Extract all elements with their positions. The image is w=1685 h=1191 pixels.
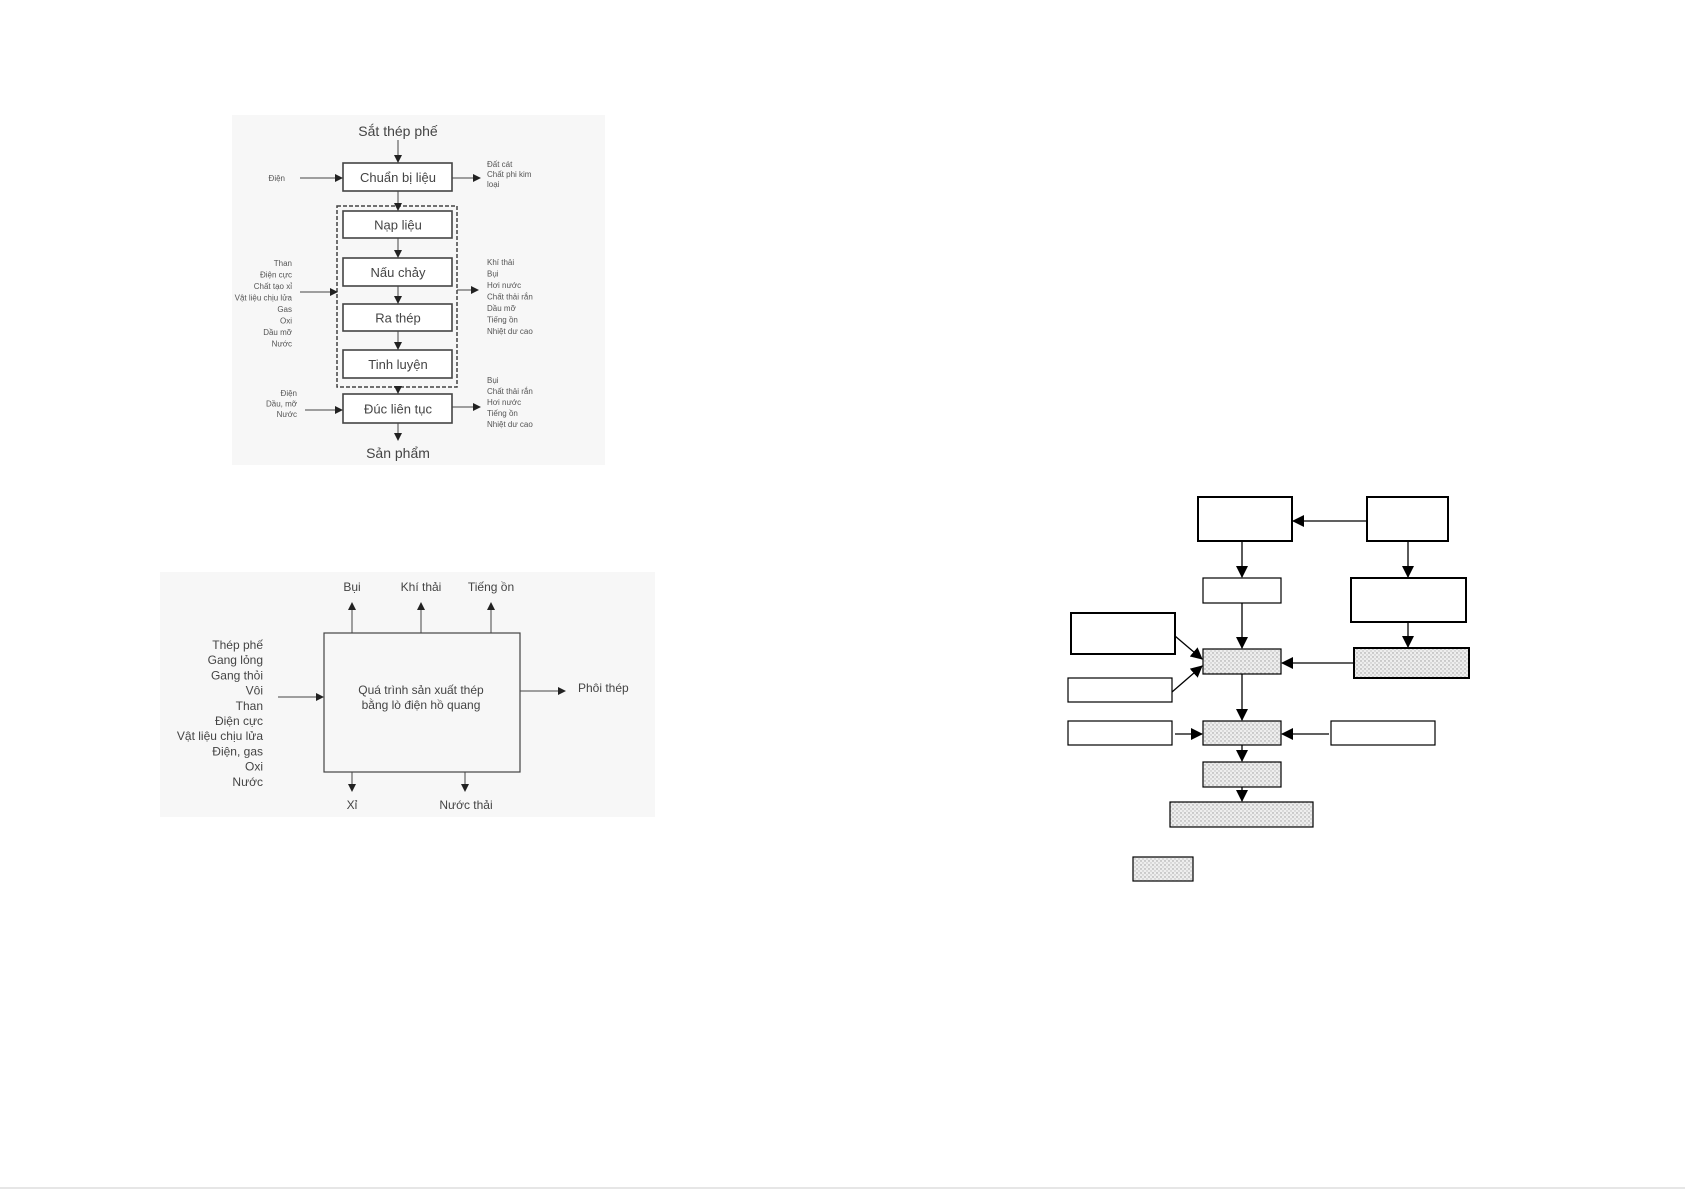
process-label-line: Quá trình sản xuất thép [358,683,484,697]
output-item: Dầu mỡ [487,304,517,313]
input-item: Oxi [245,760,263,774]
empty-box [1202,577,1282,604]
top-output-label: Khí thải [401,580,442,594]
input-item: Gas [277,305,292,314]
bottom-output-label: Xỉ [347,798,358,812]
input-item: Nước [232,775,263,789]
input-item: Thép phế [212,638,263,652]
output-item: Hơi nước [487,281,521,290]
empty-box [1366,496,1449,542]
input-item: Điện cực [215,714,263,728]
input-item: Dầu mỡ [263,328,293,337]
input-item: Than [274,259,292,268]
input-item: Dầu, mỡ [266,400,298,409]
bottom-output-label: Nước thải [439,798,492,812]
process-step-label: Chuẩn bị liệu [360,170,436,185]
shaded-box [1202,720,1282,746]
output-item: loại [487,180,500,189]
shaded-box [1202,761,1282,788]
process-step-label: Tinh luyện [368,357,428,372]
process-label-line: bằng lò điện hồ quang [362,697,481,712]
input-item: Gang lỏng [208,653,263,667]
shaded-box [1353,647,1470,679]
output-item: Tiếng ồn [487,316,518,325]
output-item: Nhiệt dư cao [487,420,533,429]
empty-box [1350,577,1467,623]
arrow [1171,665,1203,693]
process-step-box [342,393,453,424]
output-item: Đất cát [487,160,513,169]
process-box [323,632,521,773]
process-step-box [342,303,453,332]
input-item: Than [236,699,263,713]
diagram-background [160,572,655,817]
input-item: Nước [277,410,297,419]
top-output-label: Tiếng ồn [468,580,514,594]
empty-box [1197,496,1293,542]
output-item: Tiếng ồn [487,409,518,418]
process-step-label: Đúc liên tục [364,402,432,417]
process-step-box [342,349,453,379]
input-item: Điện cực [260,271,292,280]
shaded-box [1169,801,1314,828]
input-item: Vật liệu chịu lửa [177,729,263,743]
process-step-label: Nấu chảy [371,265,426,280]
output-item: Bụi [487,270,499,279]
empty-box [1067,720,1173,746]
process-step-label: Nạp liệu [374,218,422,233]
input-item: Chất tạo xỉ [254,282,292,291]
output-label: Sản phẩm [366,445,430,461]
empty-box [1067,677,1173,703]
input-item: Điện [269,174,285,183]
input-item: Gang thỏi [211,668,263,682]
arrow [1174,635,1203,660]
empty-box [1330,720,1436,746]
input-item: Nước [272,340,292,349]
output-item: Bụi [487,376,499,385]
blank-flow-diagram [1067,496,1470,882]
process-step-box [342,210,453,239]
shaded-box [1202,648,1282,675]
empty-box [1070,612,1176,655]
io-diagram [160,572,655,817]
input-item: Vôi [246,684,263,698]
input-label: Sắt thép phế [358,123,438,139]
input-item: Vật liệu chịu lửa [235,294,293,303]
output-item: Khí thải [487,258,514,267]
process-step-box [342,257,453,287]
input-item: Điện [281,389,297,398]
output-item: Chất thải rắn [487,387,533,396]
process-step-label: Ra thép [375,311,421,326]
output-item: Chất thải rắn [487,293,533,302]
output-item: Chất phi kim [487,170,532,179]
product-label: Phôi thép [578,681,629,695]
top-output-label: Bụi [343,580,360,594]
output-item: Nhiệt dư cao [487,327,533,336]
legend-shaded-box [1132,856,1194,882]
input-item: Điện, gas [212,744,263,758]
input-item: Oxi [280,317,292,326]
output-item: Hơi nước [487,398,521,407]
